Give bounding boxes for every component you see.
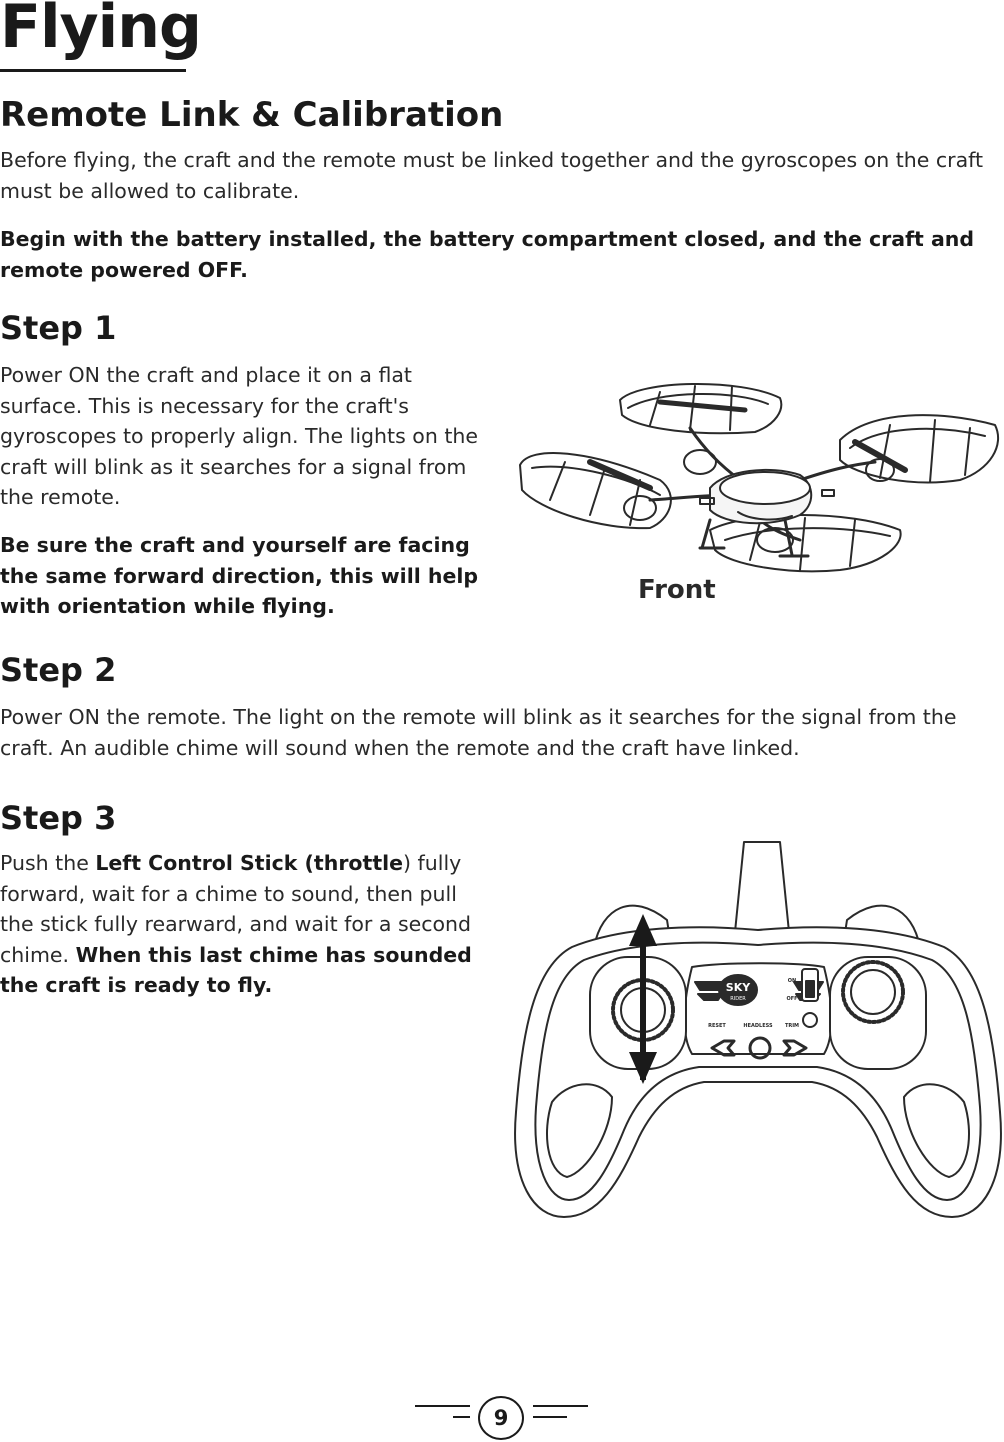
reset-label: RESET bbox=[708, 1023, 726, 1029]
trim-left-button bbox=[710, 1039, 736, 1057]
propeller-guard-front-left bbox=[519, 452, 672, 530]
remote-illustration: SKY RIDER ON OFF RESET HEADLESS TRIM bbox=[514, 841, 1002, 1218]
status-light bbox=[802, 1012, 818, 1028]
logo-text-bottom: RIDER bbox=[730, 996, 746, 1002]
headless-button bbox=[748, 1036, 772, 1060]
power-off-label: OFF bbox=[786, 996, 797, 1002]
right-control-stick bbox=[829, 956, 927, 1070]
footer-line bbox=[533, 1405, 588, 1407]
step3-body: Push the Left Control Stick (throttle) f… bbox=[0, 848, 478, 1001]
footer-line bbox=[533, 1416, 567, 1418]
page-title: Flying bbox=[0, 0, 202, 62]
propeller-guard-front-right bbox=[709, 514, 902, 573]
power-switch: ON OFF bbox=[786, 968, 819, 1002]
step1-tip: Be sure the craft and yourself are facin… bbox=[0, 533, 479, 619]
remote-body bbox=[514, 926, 1002, 1218]
propeller-guard-rear-right bbox=[839, 414, 1000, 484]
footer-line bbox=[415, 1405, 470, 1407]
title-underline bbox=[0, 69, 186, 72]
footer-line bbox=[453, 1416, 470, 1418]
antenna bbox=[733, 841, 791, 943]
step3-text-middle: ) fully forward, wait for a chime to sou… bbox=[0, 851, 472, 967]
propeller-guard-rear-left bbox=[619, 383, 783, 435]
left-control-stick-name: Left Control Stick (throttle bbox=[95, 851, 404, 875]
step2-body: Power ON the remote. The light on the re… bbox=[0, 705, 957, 760]
throttle-double-arrow bbox=[629, 914, 657, 1084]
drone-body bbox=[699, 468, 835, 525]
figure-label-front: Front bbox=[638, 575, 716, 605]
trim-label: TRIM bbox=[785, 1023, 799, 1029]
step1-body: Power ON the craft and place it on a fla… bbox=[0, 363, 478, 510]
intro-paragraph: Before flying, the craft and the remote … bbox=[0, 148, 984, 203]
power-on-label: ON bbox=[788, 978, 796, 984]
trim-right-button bbox=[782, 1039, 808, 1057]
drone-illustration bbox=[519, 383, 1000, 573]
logo-text-top: SKY bbox=[726, 981, 751, 994]
step1-heading: Step 1 bbox=[0, 309, 117, 347]
precondition-paragraph: Begin with the battery installed, the ba… bbox=[0, 227, 975, 282]
step3-text-before: Push the bbox=[0, 851, 96, 875]
step3-heading: Step 3 bbox=[0, 799, 117, 837]
step2-heading: Step 2 bbox=[0, 651, 117, 689]
section-heading: Remote Link & Calibration bbox=[0, 95, 504, 135]
headless-label: HEADLESS bbox=[743, 1023, 773, 1029]
page-number: 9 bbox=[478, 1396, 524, 1440]
ready-to-fly-note: When this last chime has sounded the cra… bbox=[0, 942, 472, 998]
